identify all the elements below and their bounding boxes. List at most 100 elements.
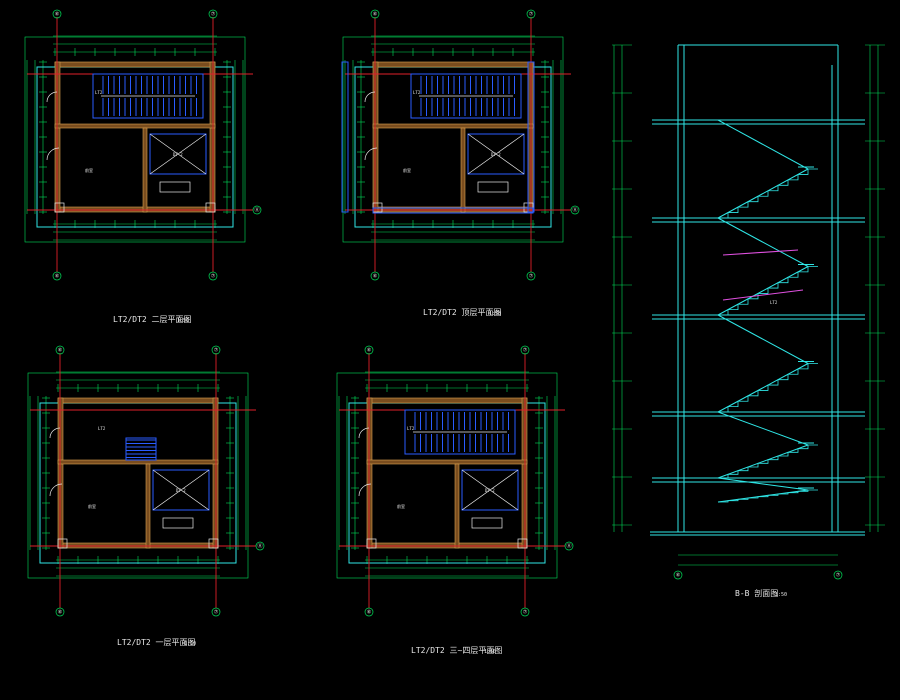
wall-shaft	[142, 127, 148, 213]
wall-mid	[366, 459, 528, 465]
room-label-stair: LT2	[413, 90, 421, 95]
stair-flight	[717, 314, 809, 364]
blue-wall-right	[527, 61, 535, 213]
axis-bubble-top-right-label: ⑦	[529, 12, 534, 18]
axis-bubble-top-left-label: ⑥	[55, 12, 60, 18]
wall-top	[372, 61, 534, 68]
wall-bottom	[54, 206, 216, 213]
plan-2f-title: LT2/DT2 二层平面图	[113, 315, 192, 324]
elevator-cross	[152, 469, 210, 511]
section-axis-right-label: ⑦	[836, 573, 841, 579]
elevator-door-box	[477, 181, 509, 193]
dim-frame	[27, 372, 249, 579]
axis-bubble-bottom-left-label: ⑥	[58, 610, 63, 616]
wall-bottom	[57, 542, 219, 549]
plan-3-4f-scale: 1:50	[484, 649, 496, 655]
axis-bubble-bottom-right-label: ⑦	[529, 274, 534, 280]
dim-frame	[336, 372, 558, 579]
axis-bubble-top-left-label: ⑥	[373, 12, 378, 18]
axis-bubble-bottom-left-circle	[52, 271, 62, 281]
axis-bubble-top-right-label: ⑦	[214, 348, 219, 354]
wall-shaft	[454, 463, 460, 549]
axis-bubble-top-right-circle	[211, 345, 221, 355]
elevator-car	[149, 133, 207, 175]
section-axis-left-circle	[673, 570, 683, 580]
axis-bubble-bottom-left-circle	[55, 607, 65, 617]
room-label-elevator: DT-2	[491, 152, 501, 157]
stair-flight	[717, 119, 809, 170]
elevator-cross	[467, 133, 525, 175]
axis-bubble-top-right-label: ⑦	[523, 348, 528, 354]
elevator-door-box	[471, 517, 503, 529]
wall-mid	[57, 459, 219, 465]
axis-bubble-bottom-right-label: ⑦	[214, 610, 219, 616]
door-swing	[358, 483, 372, 497]
outline-outer	[354, 66, 552, 228]
room-label-elevator: DT-2	[173, 152, 183, 157]
axis-bubble-bottom-right-circle	[526, 271, 536, 281]
axis-bubble-bottom-left-circle	[370, 271, 380, 281]
axis-bubble-bottom-right-label: ⑦	[211, 274, 216, 280]
wall-right	[212, 397, 219, 549]
door-swing	[364, 91, 376, 103]
stair-flight	[717, 444, 809, 479]
column	[54, 202, 65, 213]
outline-outer	[39, 402, 237, 564]
axis-bubble-row-circle	[564, 541, 574, 551]
wall-top	[366, 397, 528, 404]
section-bb: ⑥ ⑦ LT2	[612, 44, 885, 580]
stair-steps	[718, 168, 818, 219]
plan-top-title: LT2/DT2 顶层平面图	[423, 308, 502, 317]
blue-wall-bottom	[372, 207, 534, 214]
column	[366, 538, 377, 549]
elevator-door-box	[162, 517, 194, 529]
axis-bubble-top-left-circle	[364, 345, 374, 355]
column	[208, 538, 219, 549]
section-scale: 1:50	[775, 592, 787, 598]
wall-top	[54, 61, 216, 68]
door-swing	[49, 483, 63, 497]
stair-outline	[404, 409, 516, 455]
plan-1f-scale: 1:50	[184, 641, 196, 647]
axis-bubble-top-right-circle	[520, 345, 530, 355]
wall-right	[521, 397, 528, 549]
wall-mid	[372, 123, 534, 129]
section-axis-left-label: ⑥	[676, 573, 681, 579]
elevator-door-box	[159, 181, 191, 193]
stair-steps	[718, 266, 818, 316]
axis-bubble-top-right-circle	[526, 9, 536, 19]
stair-flight	[717, 168, 809, 219]
elevator-car	[152, 469, 210, 511]
axis-bubble-row-label: Ⓐ	[572, 207, 577, 214]
stair-outline	[410, 73, 522, 119]
stair-flight	[717, 266, 809, 316]
section-highlight	[722, 289, 804, 301]
axis-bubble-row-label: Ⓐ	[257, 543, 262, 550]
section-label-stair: LT2	[770, 300, 778, 305]
axis-bubble-row-label: Ⓐ	[566, 543, 571, 550]
stair-flight	[717, 477, 809, 491]
stair-flight	[717, 217, 809, 267]
room-label-corridor: 前室	[403, 167, 411, 173]
axis-bubble-bottom-left-circle	[364, 607, 374, 617]
wall-mid	[54, 123, 216, 129]
room-label-corridor: 前室	[85, 167, 93, 173]
stair-steps	[718, 444, 818, 479]
room-label-elevator: DT-2	[176, 488, 186, 493]
dim-frame	[24, 36, 246, 243]
door-swing	[358, 427, 370, 439]
elevator-cross	[149, 133, 207, 175]
elevator-cross	[461, 469, 519, 511]
room-label-stair: LT2	[407, 426, 415, 431]
stair-flight	[717, 363, 809, 413]
axis-bubble-top-right-circle	[208, 9, 218, 19]
outline-outer	[348, 402, 546, 564]
wall-right	[209, 61, 216, 213]
wall-left	[366, 397, 373, 549]
axis-bubble-top-right-label: ⑦	[211, 12, 216, 18]
axis-bubble-bottom-right-circle	[208, 271, 218, 281]
axis-bubble-bottom-left-label: ⑥	[367, 610, 372, 616]
